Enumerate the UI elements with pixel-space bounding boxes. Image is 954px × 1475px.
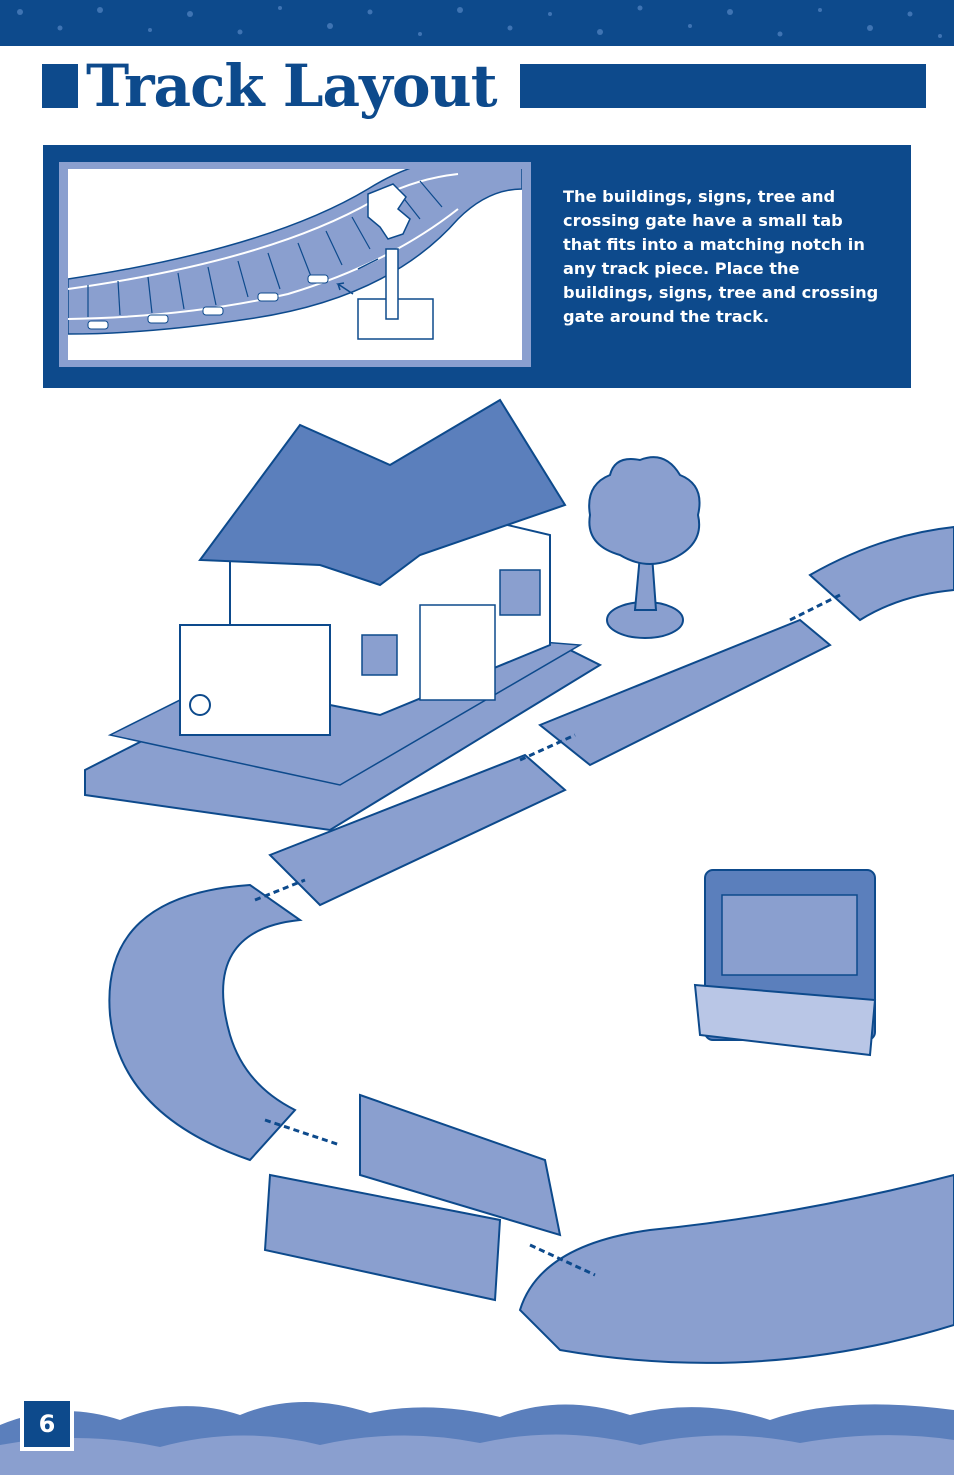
page-number: 6 bbox=[20, 1397, 74, 1451]
instruction-text: The buildings, signs, tree and crossing … bbox=[563, 187, 879, 326]
page-title: Track Layout bbox=[86, 52, 497, 120]
title-row: Track Layout bbox=[0, 52, 954, 120]
tree-icon bbox=[588, 456, 701, 639]
title-bar-right bbox=[520, 64, 926, 108]
inset-illustration bbox=[68, 169, 522, 360]
track-piece-icon bbox=[108, 525, 954, 1364]
track-layout-illustration bbox=[0, 395, 954, 1385]
billboard-icon bbox=[693, 869, 877, 1057]
station-building-icon bbox=[84, 398, 603, 832]
title-bar-left bbox=[42, 64, 78, 108]
instruction-panel: The buildings, signs, tree and crossing … bbox=[43, 145, 911, 388]
crossing-gate-icon bbox=[336, 183, 434, 340]
crossing-gate-inset bbox=[59, 162, 531, 367]
top-decorative-band bbox=[0, 0, 954, 46]
bottom-decorative-band bbox=[0, 1385, 954, 1475]
bridge-icon bbox=[263, 1093, 562, 1302]
